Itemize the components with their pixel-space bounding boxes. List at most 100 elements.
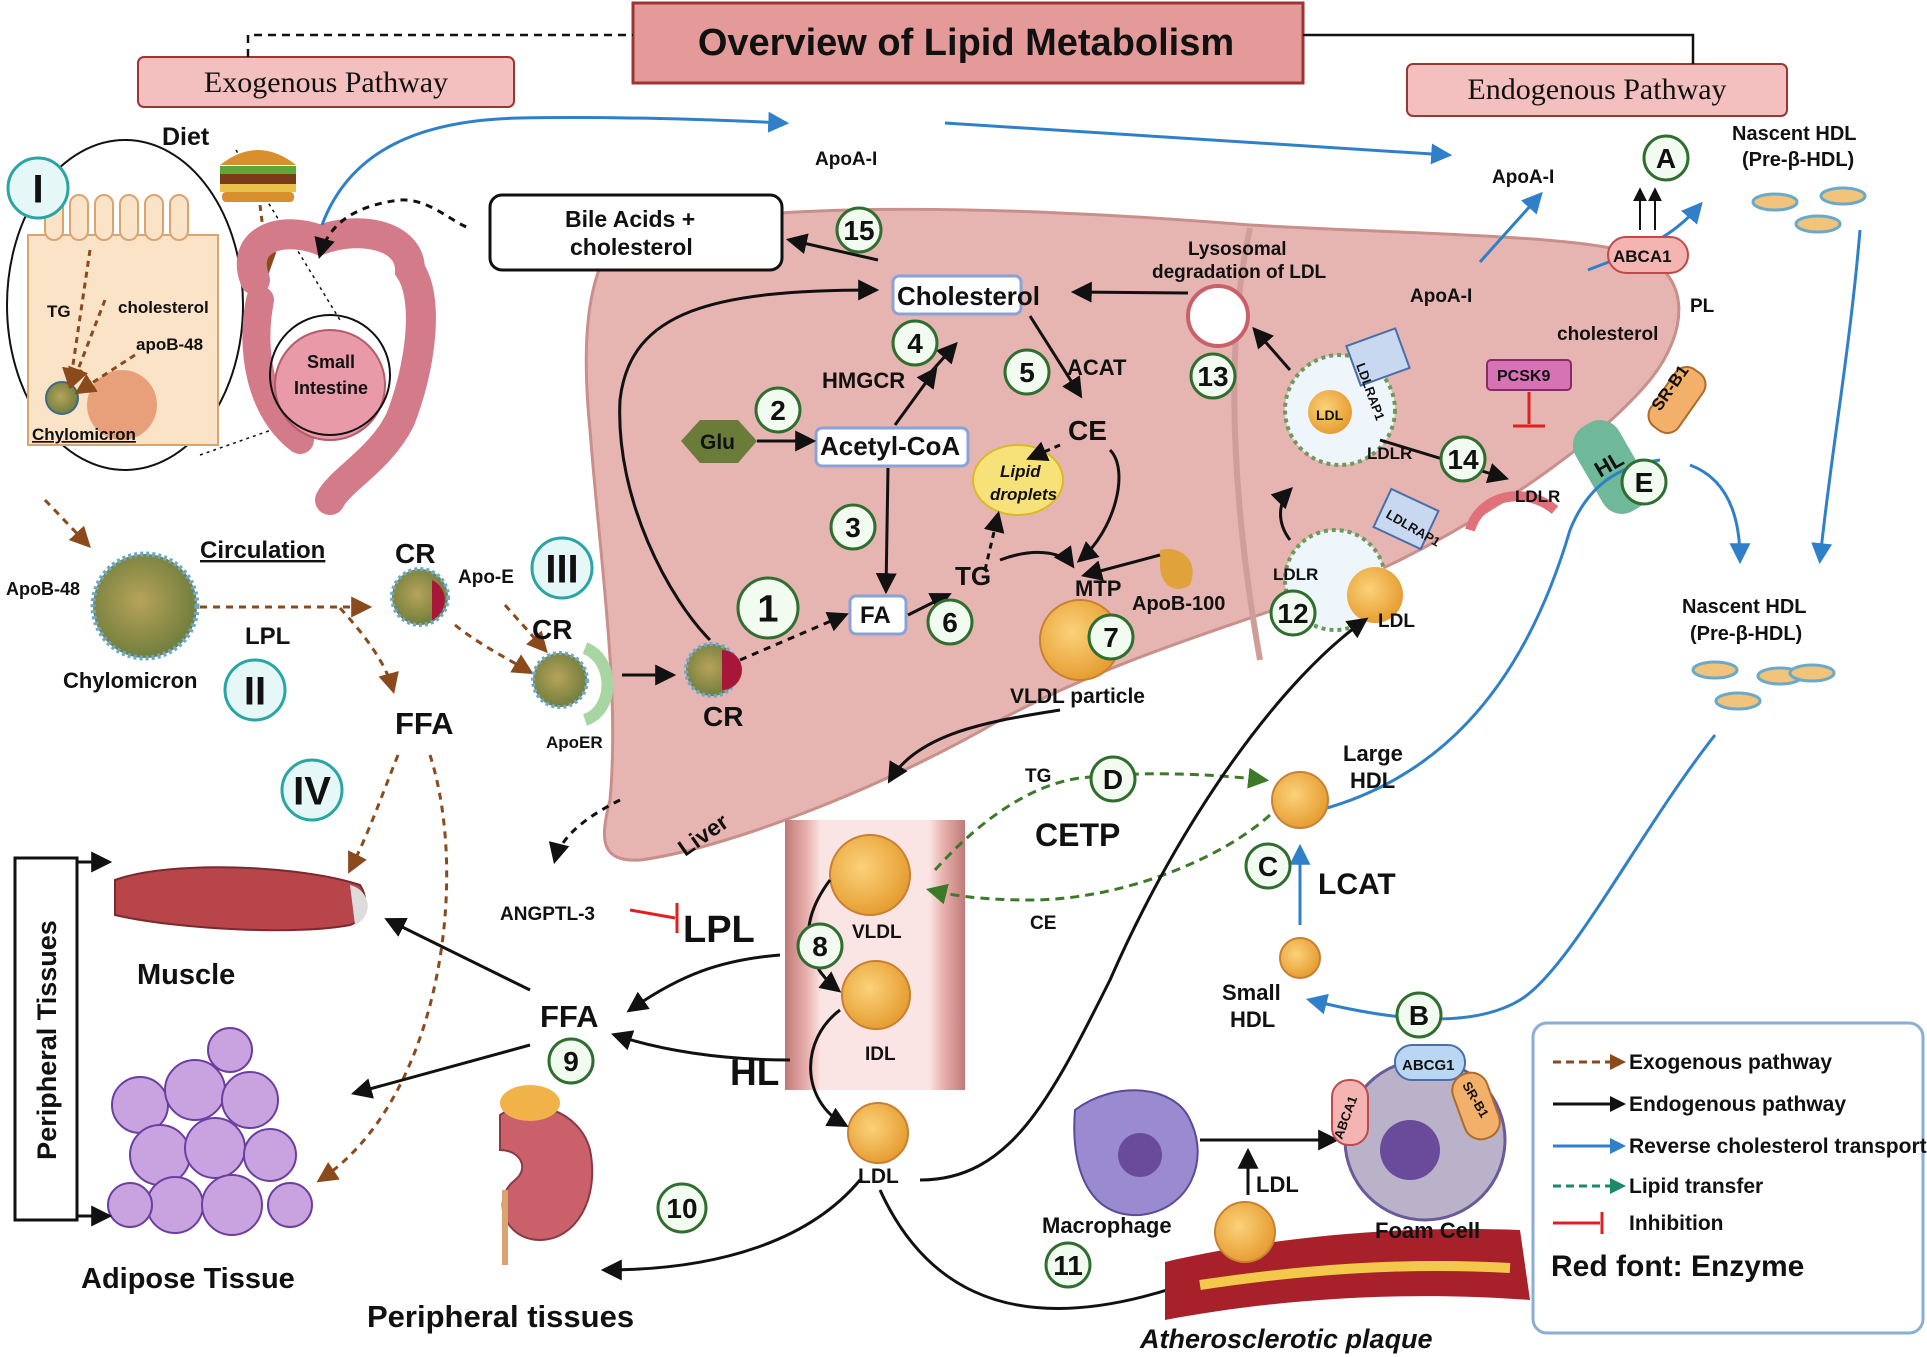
step-3-text: 3 [845,512,861,543]
step-14-text: 14 [1447,444,1479,475]
lipid-droplets-icon [972,444,1064,516]
step-d-text: D [1103,764,1123,795]
label-lysosomal-2: degradation of LDL [1152,262,1327,283]
label-ldlr-1: LDLR [1367,444,1412,463]
label-ce-cetp: CE [1030,913,1056,934]
label-muscle: Muscle [137,959,235,991]
roman-step-i: I [6,156,70,220]
label-tg: TG [47,302,71,321]
endogenous-connector [1303,33,1695,64]
step-9-text: 9 [563,1046,579,1077]
exogenous-pathway-box [137,56,515,108]
label-hmgcr: HMGCR [822,368,905,393]
label-vldl-particle: VLDL particle [1010,685,1145,708]
roman-step-iii-text: III [545,547,578,591]
idl-icon [841,960,911,1030]
step-11-text: 11 [1053,1250,1083,1281]
legend-item-endogenous-pathway: Endogenous pathway [1553,1093,1846,1116]
label-large-hdl-2: HDL [1350,768,1395,793]
glu-hexagon [681,420,757,463]
legend-box [1531,1021,1925,1335]
abca1-icon [1607,236,1689,274]
label-foam-cell: Foam Cell [1375,1218,1480,1243]
nascent-hdl-icons-1 [1751,186,1867,234]
legend-item-lipid-transfer: Lipid transfer [1553,1175,1763,1198]
adipose-icon [107,1027,313,1236]
ldlrap1-icon-1 [1345,327,1411,387]
step-4-text: 4 [907,328,923,359]
abcg1-icon [1394,1044,1466,1081]
legend-note: Red font: Enzyme [1551,1250,1804,1283]
label-apob100: ApoB-100 [1132,593,1225,615]
label-ce-liver: CE [1068,415,1107,446]
step-a: A [1642,134,1690,182]
label-ldlr-2: LDLR [1515,487,1560,506]
peripheral-tissues-bracket [13,856,79,1222]
step-6-text: 6 [942,607,958,638]
muscle-icon [114,866,368,932]
step-13: 13 [1189,352,1237,400]
label-circulation: Circulation [200,537,325,564]
step-15-text: 15 [843,215,874,246]
label-chylomicron-cell: Chylomicron [32,425,136,444]
step-12: 12 [1269,589,1317,637]
label-chylomicron: Chylomicron [63,668,197,693]
step-e-text: E [1635,467,1654,498]
endogenous-pathway-label: Endogenous Pathway [1467,73,1726,106]
step-7-text: 7 [1103,622,1119,653]
blood-vessel [785,820,965,1090]
pcsk9-box [1486,359,1572,391]
label-pcsk9: PCSK9 [1497,368,1550,385]
legend-label: Endogenous pathway [1629,1093,1846,1116]
legend-label: Lipid transfer [1629,1175,1763,1198]
label-small-hdl-1: Small [1222,980,1281,1005]
apob100-icon [1160,549,1193,589]
roman-step-ii: II [223,658,287,722]
nascent-hdl-icons-2 [1691,660,1836,711]
legend-label: Exogenous pathway [1629,1051,1832,1074]
liver-lobe-line [1231,227,1263,661]
small-intestine-highlight [269,314,391,436]
ldl-plaque-icon [1214,1201,1276,1263]
chylomicron-cell-icon [45,381,79,415]
roman-step-iii: III [530,536,594,600]
srb1-icon [1647,366,1707,434]
label-abca1: ABCA1 [1613,247,1672,266]
step-15: 15 [835,206,883,254]
label-hl-vessel: HL [730,1052,779,1093]
label-cr-3: CR [703,701,743,732]
roman-step-i-text: I [32,167,43,211]
roman-step-iv-text: IV [293,769,331,813]
label-ldlr-3: LDLR [1273,565,1318,584]
label-small-hdl-2: HDL [1230,1007,1275,1032]
label-peripheral-tissues: Peripheral tissues [367,1299,634,1334]
step-2: 2 [754,386,802,434]
label-macrophage: Macrophage [1042,1213,1172,1238]
step-4: 4 [891,319,939,367]
roman-step-iv: IV [280,758,344,822]
label-lipid-droplets-2: droplets [990,485,1057,504]
step-a-text: A [1656,143,1676,174]
burger-icon [220,150,296,202]
label-tg-cetp: TG [1025,766,1051,787]
label-nascent-hdl-1a: Nascent HDL [1732,123,1856,145]
label-nascent-hdl-2a: Nascent HDL [1682,596,1806,618]
step-11: 11 [1044,1241,1092,1289]
label-small-intestine-line-1: Small [307,352,355,372]
label-cetp: CETP [1035,817,1120,853]
label-vldl: VLDL [852,922,902,943]
label-plaque: Atherosclerotic plaque [1139,1324,1433,1354]
ldlrap1-icon-2 [1372,487,1440,551]
step-1: 1 [736,576,800,640]
legend-item-exogenous-pathway: Exogenous pathway [1553,1051,1832,1074]
label-apob48-cell: apoB-48 [136,335,203,354]
cholesterol-box [891,274,1023,316]
bile-acids-box [488,193,784,272]
kidney-icon [499,1085,594,1265]
legend-label: Reverse cholesterol transport [1629,1135,1927,1158]
label-acetyl-coa: Acetyl-CoA [820,431,960,461]
step-12-text: 12 [1277,598,1308,629]
liver-shape [584,207,1681,862]
